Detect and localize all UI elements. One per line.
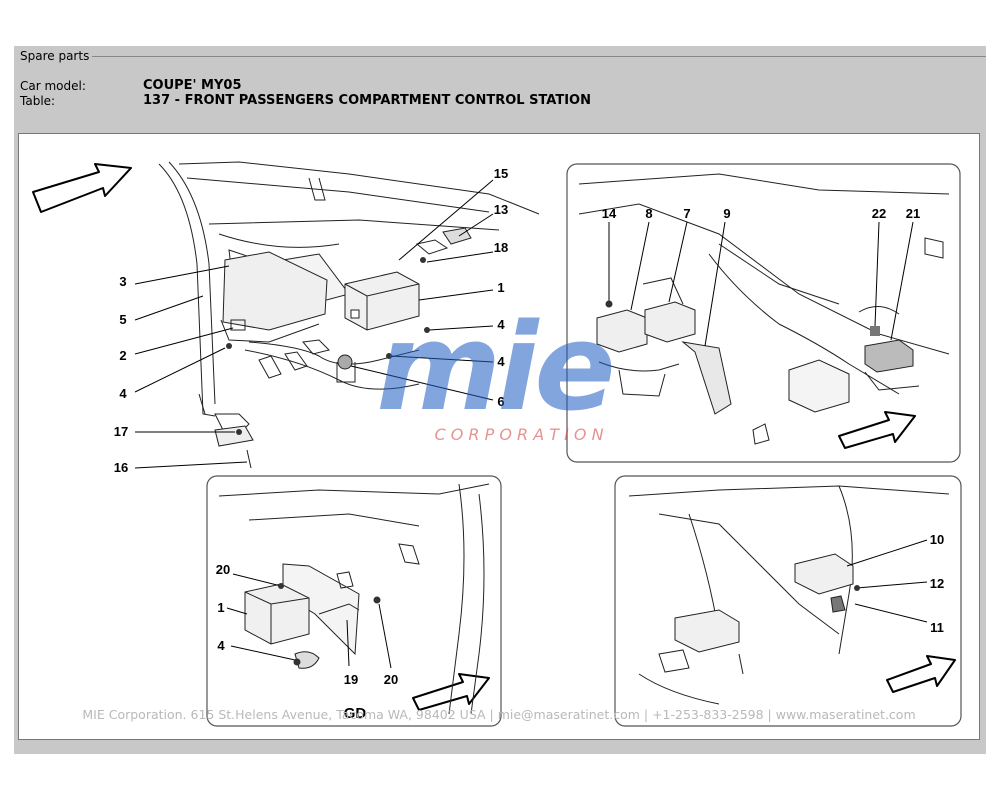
inset-bottom-left-frame [206,475,502,727]
inset-top-right-drawing [578,173,950,445]
car-model-label: Car model: [20,79,86,93]
view-caption: GD [344,705,367,722]
callout-label: 4 [119,386,127,401]
car-model-value: COUPE' MY05 [143,78,242,93]
callout-label: 22 [872,206,886,221]
inset-bottom-right-frame [614,475,962,727]
callout-label: 19 [344,672,358,687]
group-border [88,56,986,57]
inset-bottom-left-drawing [218,483,490,715]
callout-label: 2 [119,348,126,363]
callout-label: 3 [119,274,126,289]
callout-label: 15 [494,166,508,181]
callout-label: 1 [217,600,224,615]
callout-label: 20 [216,562,230,577]
parts-diagram: 15 13 18 1 3 5 4 2 4 4 6 17 16 [18,133,980,740]
inset-top-right-frame [566,163,961,463]
callout-label: 10 [930,532,944,547]
callout-label: 9 [723,206,730,221]
callout-label: 1 [497,280,504,295]
watermark-tagline: C O R P O R A T I O N [434,425,603,444]
table-value: 137 - FRONT PASSENGERS COMPARTMENT CONTR… [143,93,591,108]
callout-label: 17 [114,424,128,439]
view-arrow-icon [32,163,132,213]
callout-label: 18 [494,240,508,255]
callout-label: 21 [906,206,920,221]
callout-label: 4 [497,317,505,332]
callout-label: 13 [494,202,508,217]
callout-label: 11 [930,620,944,635]
callout-label: 4 [217,638,225,653]
footer-contact: MIE Corporation. 615 St.Helens Avenue, T… [82,707,916,722]
callout-label: 14 [602,206,617,221]
main-view-drawing [158,161,540,469]
callout-label: 16 [114,460,128,475]
view-arrow-icon [838,411,916,449]
callout-label: 12 [930,576,944,591]
watermark-brand: mie [376,299,612,438]
table-label: Table: [20,94,56,108]
group-title: Spare parts [20,49,93,63]
callout-label: 4 [497,354,505,369]
callout-label: 8 [645,206,652,221]
view-arrow-icon [886,655,956,693]
callout-label: 20 [384,672,398,687]
callout-label: 6 [497,394,504,409]
callout-label: 5 [119,312,126,327]
callout-label: 7 [683,206,690,221]
inset-bottom-right-drawing [628,485,950,705]
mie-watermark-logo: mie C O R P O R A T I O N [376,299,616,444]
view-arrow-icon [412,673,490,711]
